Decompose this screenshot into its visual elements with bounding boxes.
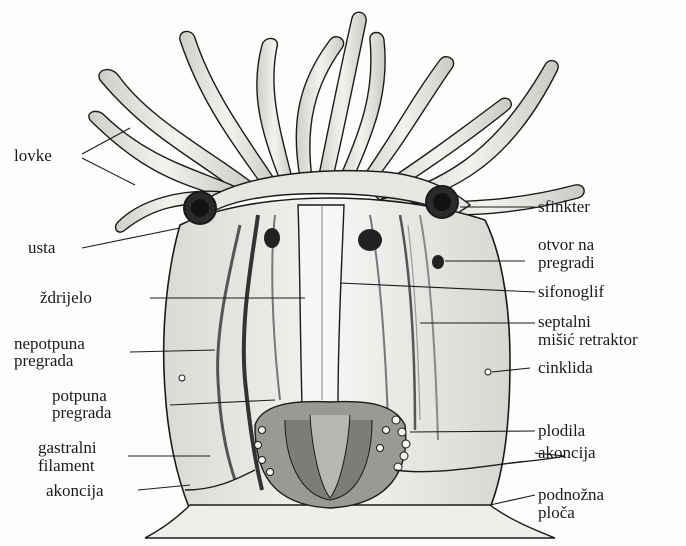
label-akoncija-left: akoncija: [46, 482, 104, 500]
label-podnozna-ploca-2: ploča: [538, 504, 575, 522]
label-potpuna-pregrada-2: pregrada: [52, 404, 111, 422]
pedal-disc: [145, 505, 555, 538]
label-nepotpuna-pregrada-2: pregrada: [14, 352, 73, 370]
cinclide: [485, 369, 491, 375]
label-otvor-na-pregradi-2: pregradi: [538, 254, 595, 272]
label-lovke: lovke: [14, 147, 52, 165]
label-septalni-2: mišić retraktor: [538, 331, 638, 349]
septal-opening: [264, 228, 280, 248]
label-zdrijelo: ždrijelo: [40, 289, 92, 307]
septal-opening: [432, 255, 444, 269]
septal-opening: [358, 229, 382, 251]
label-usta: usta: [28, 239, 55, 257]
pharynx: [298, 205, 344, 405]
label-sifonoglif: sifonoglif: [538, 283, 604, 301]
label-gastralni-filament-2: filament: [38, 457, 95, 475]
label-gastralni-filament-1: gastralni: [38, 439, 97, 457]
tentacle: [257, 38, 292, 180]
label-podnozna-ploca-1: podnožna: [538, 486, 604, 504]
label-cinklida: cinklida: [538, 359, 593, 377]
cinclide: [179, 375, 185, 381]
label-sfinkter: sfinkter: [538, 198, 590, 216]
label-plodila: plodila: [538, 422, 585, 440]
label-akoncija-right: akoncija: [538, 444, 596, 462]
label-otvor-na-pregradi-1: otvor na: [538, 236, 594, 254]
label-septalni-1: septalni: [538, 313, 591, 331]
